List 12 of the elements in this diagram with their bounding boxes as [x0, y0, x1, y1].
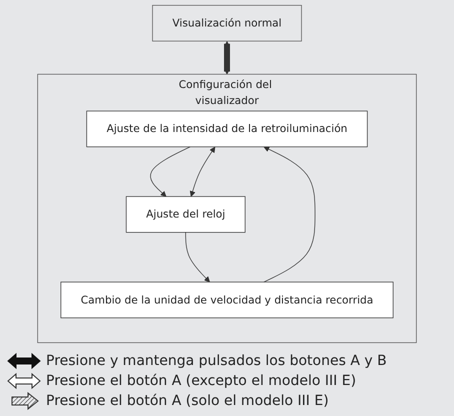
node-box: Cambio de la unidad de velocidad y distancia recorrida — [60, 282, 394, 318]
legend-text: Presione el botón A (excepto el modelo III E) — [46, 373, 356, 389]
arrow — [150, 146, 190, 197]
node-box: Ajuste de la intensidad de la retroiluminación — [86, 110, 368, 148]
arrow — [264, 146, 316, 282]
arrow — [190, 146, 216, 197]
arrow — [185, 232, 210, 282]
node-box: Ajuste del reloj — [126, 196, 246, 233]
legend-text: Presione el botón A (solo el modelo III E) — [46, 393, 329, 409]
arrow — [224, 41, 230, 74]
legend-text: Presione y mantenga pulsados los botones A y B — [46, 353, 387, 369]
node-box: Visualización normal — [152, 4, 302, 42]
